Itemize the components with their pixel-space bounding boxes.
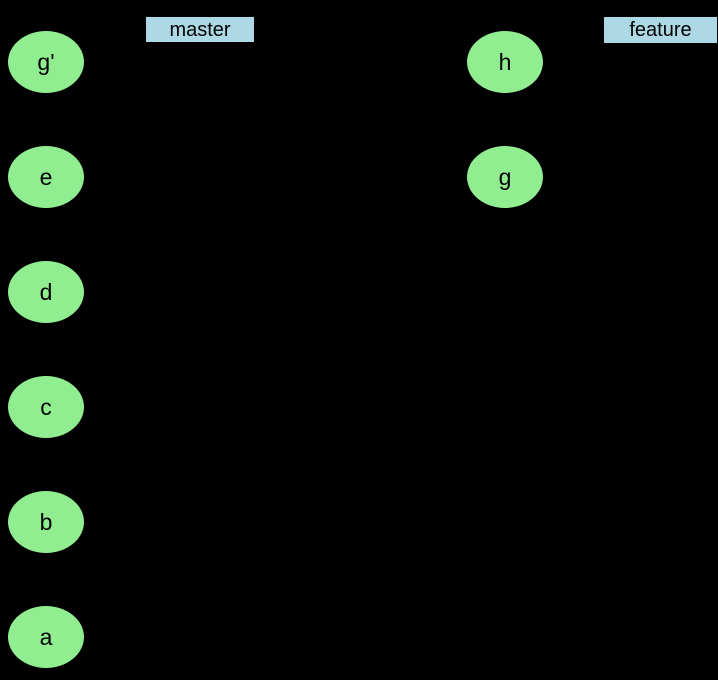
commit-node-d: d [7, 260, 85, 324]
commit-node-b: b [7, 490, 85, 554]
branch-label-master: master [145, 16, 255, 43]
commit-node-c: c [7, 375, 85, 439]
commit-node-h: h [466, 30, 544, 94]
commit-node-e: e [7, 145, 85, 209]
commit-node-g: g [466, 145, 544, 209]
commit-node-g-prime: g' [7, 30, 85, 94]
commit-node-a: a [7, 605, 85, 669]
branch-label-feature: feature [603, 16, 718, 44]
